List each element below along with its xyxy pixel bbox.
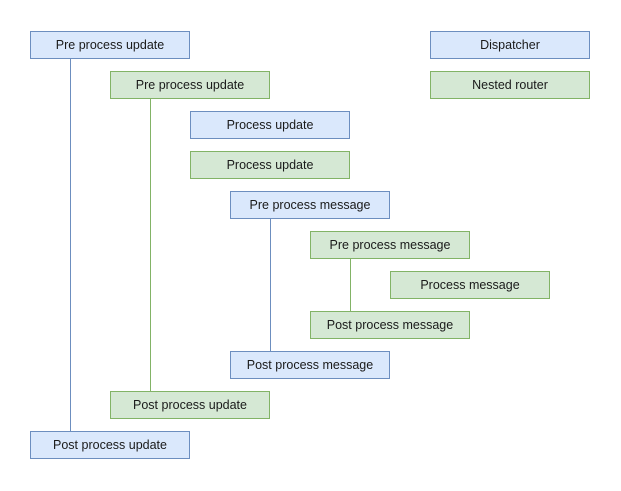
node-pre-process-update-nested-router[interactable]: Pre process update [110,71,270,99]
node-post-process-update-nested-router[interactable]: Post process update [110,391,270,419]
node-post-process-update-dispatcher[interactable]: Post process update [30,431,190,459]
node-pre-process-update-dispatcher[interactable]: Pre process update [30,31,190,59]
connector-dispatcher-update [70,59,71,431]
connector-dispatcher-message [270,219,271,351]
connector-nested-router-message [350,259,351,311]
connector-nested-router-update [150,99,151,391]
legend-item-nested-router: Nested router [430,71,590,99]
legend-item-dispatcher: Dispatcher [430,31,590,59]
node-pre-process-message-nested-router[interactable]: Pre process message [310,231,470,259]
node-pre-process-message-dispatcher[interactable]: Pre process message [230,191,390,219]
node-post-process-message-dispatcher[interactable]: Post process message [230,351,390,379]
node-process-update-nested-router[interactable]: Process update [190,151,350,179]
node-process-message-nested-router[interactable]: Process message [390,271,550,299]
node-process-update-dispatcher[interactable]: Process update [190,111,350,139]
node-post-process-message-nested-router[interactable]: Post process message [310,311,470,339]
